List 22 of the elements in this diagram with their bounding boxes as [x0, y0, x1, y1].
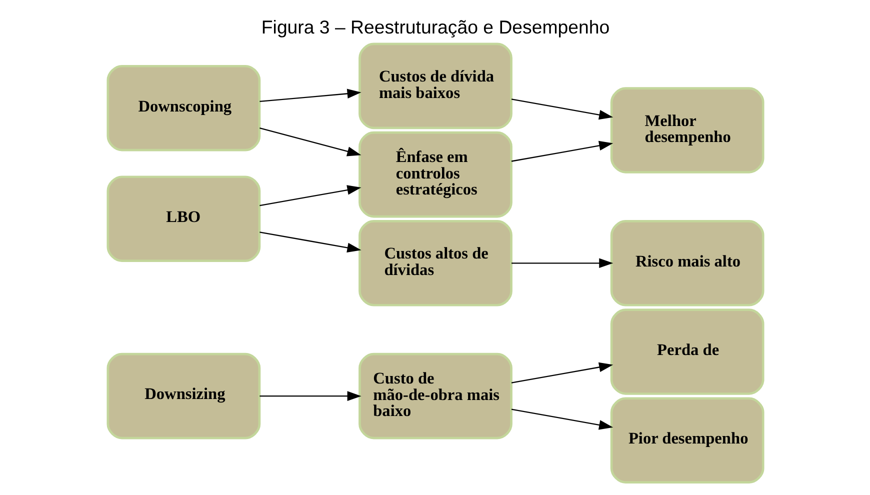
node-box: Downscoping	[106, 64, 260, 151]
node-box: Downsizing	[106, 352, 260, 439]
node-box: Custos altos de dívidas	[358, 220, 512, 306]
node-box: Perda de	[610, 308, 764, 394]
node-box: LBO	[106, 175, 260, 262]
arrow	[259, 390, 361, 400]
arrow	[259, 184, 361, 206]
node-box: Risco mais alto	[610, 220, 764, 306]
arrow	[510, 362, 613, 383]
arrow	[510, 98, 613, 120]
node-box: Ênfase em controlos estratégicos	[358, 130, 512, 218]
arrow	[510, 408, 613, 430]
node-box: Custo de mão-de-obra mais baixo	[358, 352, 512, 439]
node-box: Melhor desempenho	[610, 86, 764, 173]
diagram-title: Figura 3 – Reestruturação e Desempenho	[260, 16, 610, 37]
node-box: Pior desempenho	[610, 396, 764, 483]
arrow	[259, 88, 361, 102]
node-box: Custos de dívida mais baixos	[358, 42, 512, 129]
arrow	[511, 258, 613, 268]
arrow	[510, 140, 613, 162]
arrow	[259, 231, 361, 252]
arrow	[259, 126, 361, 156]
